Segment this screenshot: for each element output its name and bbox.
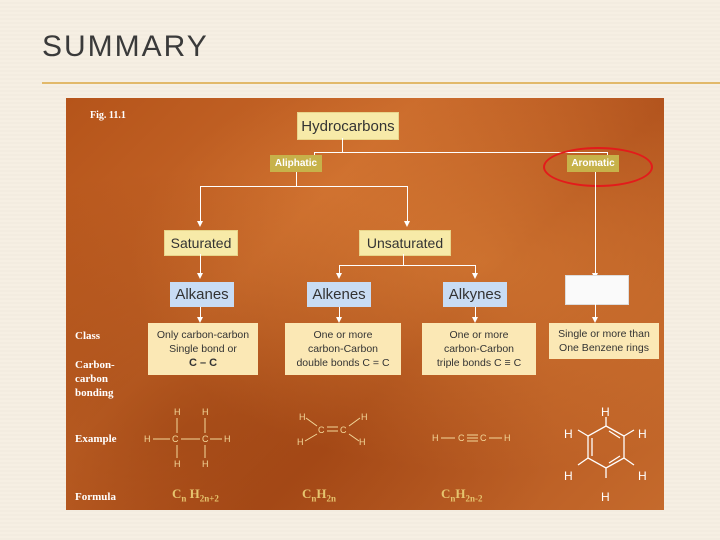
connector [200,186,407,187]
connector [475,265,476,276]
row-label-class: Class [75,330,101,342]
atom-h: H [174,407,181,417]
atom-h: H [432,433,439,443]
connector [407,186,408,224]
formula-alkynes: CnH2n-2 [441,486,483,504]
connector [314,152,608,153]
row-label-bonding: Carbon- carbon bonding [75,359,115,399]
atom-h: H [564,427,573,441]
bonding-alkanes: Only carbon-carbon Single bond or C – C [148,323,258,375]
title-underline [42,82,720,84]
atom-h: H [564,469,573,483]
node-unsaturated: Unsaturated [359,230,451,256]
bonding-alkenes: One or more carbon-Carbon double bonds C… [285,323,401,375]
arrow [197,317,203,323]
atom-h: H [299,412,306,422]
node-aromatic-family-blank [565,275,629,305]
node-aliphatic: Aliphatic [270,155,322,172]
figure-label: Fig. 11.1 [90,110,126,121]
connector [595,172,596,276]
bonding-alkynes: One or more carbon-Carbon triple bonds C… [422,323,536,375]
row-label-formula: Formula [75,491,116,503]
arrow [336,273,342,279]
atom-h: H [601,405,610,419]
atom-c: C [172,434,179,444]
atom-h: H [359,437,366,447]
node-alkenes: Alkenes [307,282,371,307]
atom-h: H [601,490,610,504]
atom-c: C [318,425,325,435]
node-hydrocarbons: Hydrocarbons [297,112,399,140]
connector [339,307,340,319]
ethane-structure: H H H C C H H H [144,407,231,469]
atom-c: C [202,434,209,444]
benzene-structure: H H H H H H [564,405,647,504]
hydrocarbon-diagram: Fig. 11.1 Hydrocarbons Aliphatic Aromati… [66,98,664,510]
connector [200,186,201,224]
ethene-structure: H H C C H H [297,412,368,447]
slide-title: SUMMARY [42,30,209,63]
connector [200,307,201,319]
formula-alkenes: CnH2n [302,486,337,504]
arrow [472,317,478,323]
atom-h: H [638,427,647,441]
arrow [197,221,203,227]
atom-c: C [458,433,465,443]
ethyne-structure: H C C H [432,433,511,443]
connector [403,254,404,265]
connector [339,265,340,276]
atom-h: H [224,434,231,444]
row-label-example: Example [75,433,117,445]
atom-c: C [340,425,347,435]
connector [475,307,476,319]
bonding-aromatic: Single or more than One Benzene rings [549,323,659,359]
atom-h: H [174,459,181,469]
node-alkanes: Alkanes [170,282,234,307]
atom-c: C [480,433,487,443]
atom-h: H [504,433,511,443]
connector [342,138,343,152]
atom-h: H [297,437,304,447]
arrow [472,273,478,279]
arrow [336,317,342,323]
arrow [592,317,598,323]
formula-alkanes: Cn H2n+2 [172,486,219,504]
atom-h: H [202,407,209,417]
arrow [197,273,203,279]
node-alkynes: Alkynes [443,282,507,307]
connector [296,172,297,186]
atom-h: H [638,469,647,483]
arrow [404,221,410,227]
atom-h: H [144,434,151,444]
atom-h: H [361,412,368,422]
connector [595,303,596,319]
connector [339,265,476,266]
atom-h: H [202,459,209,469]
highlight-circle [543,147,653,187]
connector [200,254,201,276]
node-saturated: Saturated [164,230,238,256]
